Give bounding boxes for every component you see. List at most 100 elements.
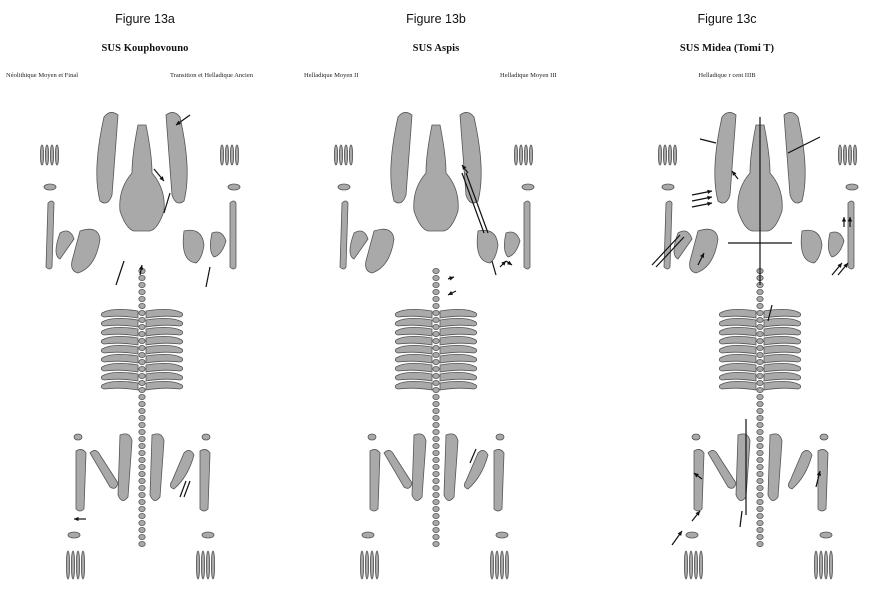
carpal-left xyxy=(338,184,350,190)
vertebra xyxy=(757,289,763,294)
vertebra xyxy=(139,443,145,448)
panel-figure-13b: Figure 13b SUS Aspis Helladique Moyen II… xyxy=(290,0,582,593)
cut-mark xyxy=(116,261,124,285)
vertebra xyxy=(433,282,439,287)
arrowhead xyxy=(449,276,454,280)
hindfoot-digit-left xyxy=(365,551,368,579)
vertebra xyxy=(433,450,439,455)
hindfoot-digit-left xyxy=(81,551,84,579)
femur-right xyxy=(464,450,488,489)
patella-left xyxy=(368,434,376,440)
vertebra xyxy=(139,352,145,357)
arrowhead xyxy=(707,196,712,200)
humerus-right xyxy=(210,232,226,257)
vertebra xyxy=(757,422,763,427)
arrowhead xyxy=(74,517,79,521)
vertebra xyxy=(433,422,439,427)
hindfoot-digit-right xyxy=(490,551,493,579)
hindfoot-digit-left xyxy=(689,551,692,579)
patella-left xyxy=(692,434,700,440)
pig-skeleton-diagram xyxy=(582,95,872,593)
carpal-right xyxy=(846,184,858,190)
vertebra xyxy=(757,338,763,343)
vertebra xyxy=(433,310,439,315)
rib-left xyxy=(719,381,756,390)
site-title: SUS Midea (Tomi T) xyxy=(582,43,872,54)
rib-right xyxy=(146,318,183,327)
vertebra xyxy=(139,485,145,490)
rib-left xyxy=(395,318,432,327)
rib-left xyxy=(719,327,756,336)
vertebra xyxy=(139,303,145,308)
rib-right xyxy=(764,381,801,390)
hindfoot-digit-right xyxy=(814,551,817,579)
rib-right xyxy=(440,336,477,345)
radius-left xyxy=(340,201,348,269)
vertebra xyxy=(433,345,439,350)
vertebra xyxy=(139,282,145,287)
vertebra xyxy=(433,317,439,322)
vertebra xyxy=(139,359,145,364)
rib-left xyxy=(101,345,138,354)
vertebra xyxy=(757,443,763,448)
vertebra xyxy=(433,408,439,413)
rib-right xyxy=(764,345,801,354)
forefoot-digit-right xyxy=(235,145,238,165)
vertebra xyxy=(139,296,145,301)
forefoot-digit-right xyxy=(843,145,846,165)
vertebra xyxy=(139,317,145,322)
rib-right xyxy=(146,354,183,363)
vertebra xyxy=(139,478,145,483)
vertebra xyxy=(433,471,439,476)
vertebra xyxy=(757,401,763,406)
arrowhead xyxy=(842,217,846,222)
pelvis-left xyxy=(412,434,426,501)
cut-mark xyxy=(164,193,170,213)
period-label-right: Transition et Helladique Ancien xyxy=(170,72,253,79)
radius-left xyxy=(664,201,672,269)
vertebra xyxy=(757,352,763,357)
forefoot-digit-right xyxy=(848,145,851,165)
arrowhead xyxy=(707,202,712,206)
vertebra xyxy=(139,394,145,399)
vertebra xyxy=(757,478,763,483)
rib-left xyxy=(719,345,756,354)
rib-right xyxy=(764,327,801,336)
rib-right xyxy=(146,363,183,372)
vertebra xyxy=(139,506,145,511)
tibia-right xyxy=(200,449,210,511)
forefoot-digit-left xyxy=(45,145,48,165)
pelvis-right xyxy=(150,434,164,501)
vertebra xyxy=(139,401,145,406)
rib-left xyxy=(719,309,756,318)
vertebra xyxy=(433,324,439,329)
forefoot-digit-left xyxy=(55,145,58,165)
site-title: SUS Aspis xyxy=(290,43,582,54)
vertebra xyxy=(433,275,439,280)
vertebra xyxy=(139,338,145,343)
vertebra xyxy=(139,422,145,427)
rib-right xyxy=(440,363,477,372)
vertebra xyxy=(757,366,763,371)
humerus-right xyxy=(504,232,520,257)
vertebra xyxy=(433,303,439,308)
vertebra xyxy=(757,485,763,490)
tibia-right xyxy=(818,449,828,511)
vertebra xyxy=(139,408,145,413)
rib-right xyxy=(146,381,183,390)
femur-right xyxy=(170,450,194,489)
rib-right xyxy=(440,381,477,390)
scapula-left xyxy=(72,229,100,273)
vertebra xyxy=(757,303,763,308)
skull xyxy=(414,125,459,231)
forefoot-digit-left xyxy=(668,145,671,165)
vertebra xyxy=(433,457,439,462)
rib-left xyxy=(101,327,138,336)
forefoot-digit-right xyxy=(230,145,233,165)
hindfoot-digit-right xyxy=(824,551,827,579)
vertebra xyxy=(757,310,763,315)
vertebra xyxy=(757,527,763,532)
vertebra xyxy=(757,492,763,497)
tibia-left xyxy=(370,449,380,511)
vertebra xyxy=(139,457,145,462)
